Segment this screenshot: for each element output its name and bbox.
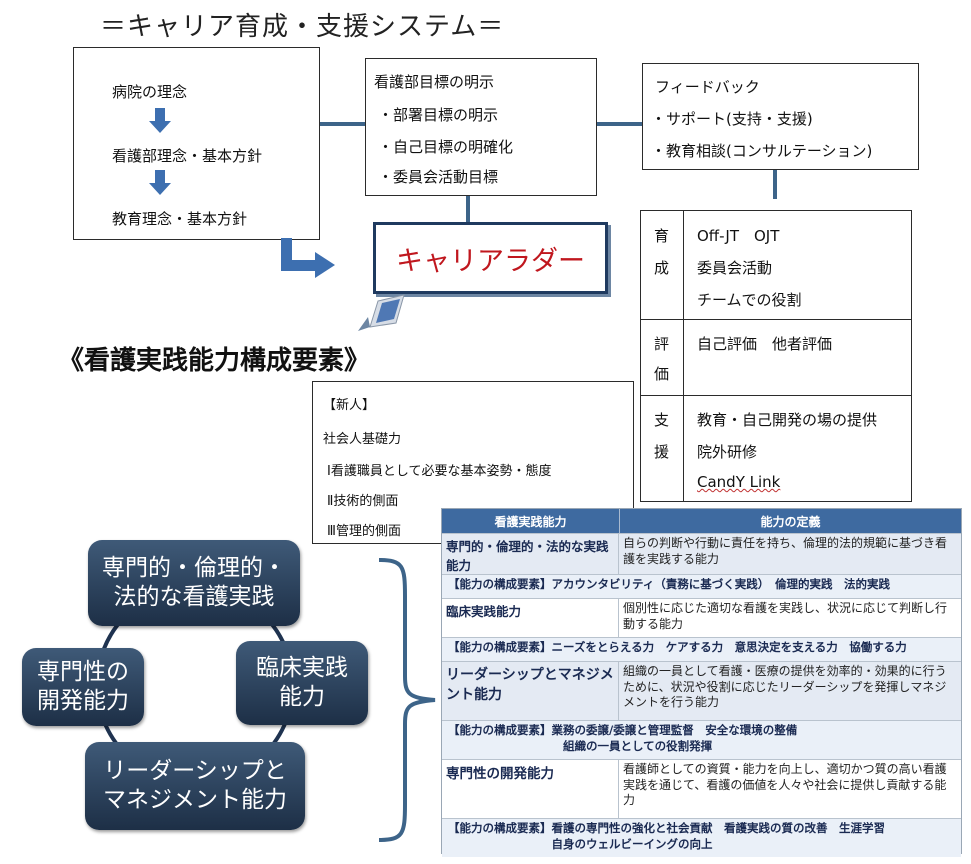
table-row: 専門的・倫理的・法的な実践能力 自らの判断や行動に責任を持ち、倫理的法的規範に基… — [442, 533, 961, 574]
table-row: リーダーシップとマネジメント能力 組織の一員として看護・医療の提供を効率的・効果… — [442, 661, 961, 720]
support-head: 成 — [654, 259, 670, 277]
support-line: チームでの役割 — [697, 291, 802, 309]
connector-line — [466, 196, 470, 223]
down-arrow-icon — [149, 170, 171, 200]
support-line: 自己評価 他者評価 — [697, 335, 833, 353]
newcomer-item: Ⅰ看護職員として必要な基本姿勢・態度 — [327, 464, 552, 479]
education-philosophy-label: 教育理念・基本方針 — [112, 210, 248, 228]
ability-label: 専門的・倫理的・ 法的な看護実践 — [102, 555, 286, 610]
feedback-item: ・教育相談(コンサルテーション) — [651, 142, 873, 160]
down-arrow-icon — [149, 108, 171, 138]
ability-clinical: 臨床実践 能力 — [236, 641, 368, 725]
goal-item: ・部署目標の明示 — [378, 106, 499, 124]
support-row-divider — [641, 319, 911, 320]
support-col-divider — [683, 211, 684, 501]
ability-elements-row: 【能力の構成要素】看護の専門性の強化と社会貢献 看護実践の質の改善 生涯学習 自… — [442, 818, 961, 857]
support-head: 援 — [654, 443, 670, 461]
ability-development: 専門性の 開発能力 — [22, 648, 144, 726]
newcomer-item: Ⅱ技術的側面 — [327, 494, 399, 509]
header-cell: 能力の定義 — [760, 514, 821, 529]
ability-name-cell: 専門的・倫理的・法的な実践能力 — [442, 534, 619, 574]
table-header: 看護実践能力 能力の定義 — [442, 509, 961, 533]
support-head: 価 — [654, 365, 670, 383]
connector-line — [320, 122, 365, 126]
support-line: 院外研修 — [697, 443, 758, 461]
ability-label: 臨床実践 能力 — [256, 655, 348, 710]
goals-box: 看護部目標の明示 ・部署目標の明示 ・自己目標の明確化 ・委員会活動目標 — [365, 58, 597, 196]
support-head: 支 — [654, 411, 670, 429]
feedback-item: フィードバック — [655, 78, 760, 96]
connector-line — [597, 122, 642, 126]
candy-link-label: CandY Link — [697, 473, 781, 491]
connector-line — [773, 170, 777, 199]
support-line: 教育・自己開発の場の提供 — [697, 411, 878, 429]
support-line: Off-JT OJT — [697, 227, 780, 245]
support-line: 委員会活動 — [697, 259, 773, 277]
section-title: 《看護実践能力構成要素》 — [58, 346, 371, 376]
hospital-philosophy-label: 病院の理念 — [112, 83, 188, 101]
goal-item: 看護部目標の明示 — [374, 73, 495, 91]
nursing-philosophy-label: 看護部理念・基本方針 — [112, 147, 263, 165]
newcomer-item: 社会人基礎力 — [323, 432, 402, 447]
support-table: 育 成 Off-JT OJT 委員会活動 チームでの役割 評 価 自己評価 他者… — [640, 210, 912, 502]
support-row-divider — [641, 395, 911, 396]
ability-definition-cell: 組織の一員として看護・医療の提供を効率的・効果的に行うために、状況や役割に応じた… — [623, 664, 947, 710]
goal-item: ・委員会活動目標 — [378, 168, 499, 186]
ability-definition-table: 看護実践能力 能力の定義 専門的・倫理的・法的な実践能力 自らの判断や行動に責任… — [441, 508, 962, 857]
ability-name-cell: 臨床実践能力 — [442, 599, 619, 637]
goal-item: ・自己目標の明確化 — [378, 138, 514, 156]
ability-definition-cell: 自らの判断や行動に責任を持ち、倫理的法的規範に基づき看護を実践する能力 — [623, 536, 948, 566]
career-ladder-box: キャリアラダー — [373, 222, 608, 294]
diagram-title: ＝キャリア育成・支援システム＝ — [100, 12, 505, 42]
ability-name-cell: 専門性の開発能力 — [442, 760, 619, 818]
curly-brace — [378, 558, 436, 842]
ability-label: 専門性の 開発能力 — [37, 659, 129, 714]
support-head: 育 — [654, 227, 670, 245]
table-row: 専門性の開発能力 看護師としての資質・能力を向上し、適切かつ質の高い看護実践を通… — [442, 759, 961, 818]
table-row: 臨床実践能力 個別性に応じた適切な看護を実践し、状況に応じて判断し行動する能力 — [442, 598, 961, 637]
ability-elements-row: 【能力の構成要素】ニーズをとらえる力 ケアする力 意思決定を支える力 協働する力 — [442, 637, 961, 661]
ability-label: リーダーシップと マネジメント能力 — [103, 758, 287, 813]
ability-definition-cell: 個別性に応じた適切な看護を実践し、状況に応じて判断し行動する能力 — [623, 601, 948, 631]
pointer-icon — [356, 293, 408, 337]
ability-elements-row: 【能力の構成要素】アカウンタビリティ（責務に基づく実践） 倫理的実践 法的実践 — [442, 574, 961, 598]
feedback-item: ・サポート(支持・支援) — [651, 110, 813, 128]
newcomer-item: 【新人】 — [323, 398, 376, 413]
ability-name-cell: リーダーシップとマネジメント能力 — [442, 662, 619, 720]
right-arrow-icon — [281, 238, 337, 290]
feedback-box: フィードバック ・サポート(支持・支援) ・教育相談(コンサルテーション) — [642, 63, 919, 170]
ability-elements-row: 【能力の構成要素】業務の委譲/委譲と管理監督 安全な環境の整備 組織の一員として… — [442, 720, 961, 759]
philosophy-box: 病院の理念 看護部理念・基本方針 教育理念・基本方針 — [73, 47, 320, 240]
newcomer-item: Ⅲ管理的側面 — [327, 524, 401, 539]
ability-leadership: リーダーシップと マネジメント能力 — [85, 742, 305, 830]
header-cell: 看護実践能力 — [442, 509, 620, 533]
support-head: 評 — [654, 335, 670, 353]
ability-definition-cell: 看護師としての資質・能力を向上し、適切かつ質の高い看護実践を通じて、看護の価値を… — [623, 762, 947, 808]
ability-professional-ethical: 専門的・倫理的・ 法的な看護実践 — [88, 540, 300, 626]
